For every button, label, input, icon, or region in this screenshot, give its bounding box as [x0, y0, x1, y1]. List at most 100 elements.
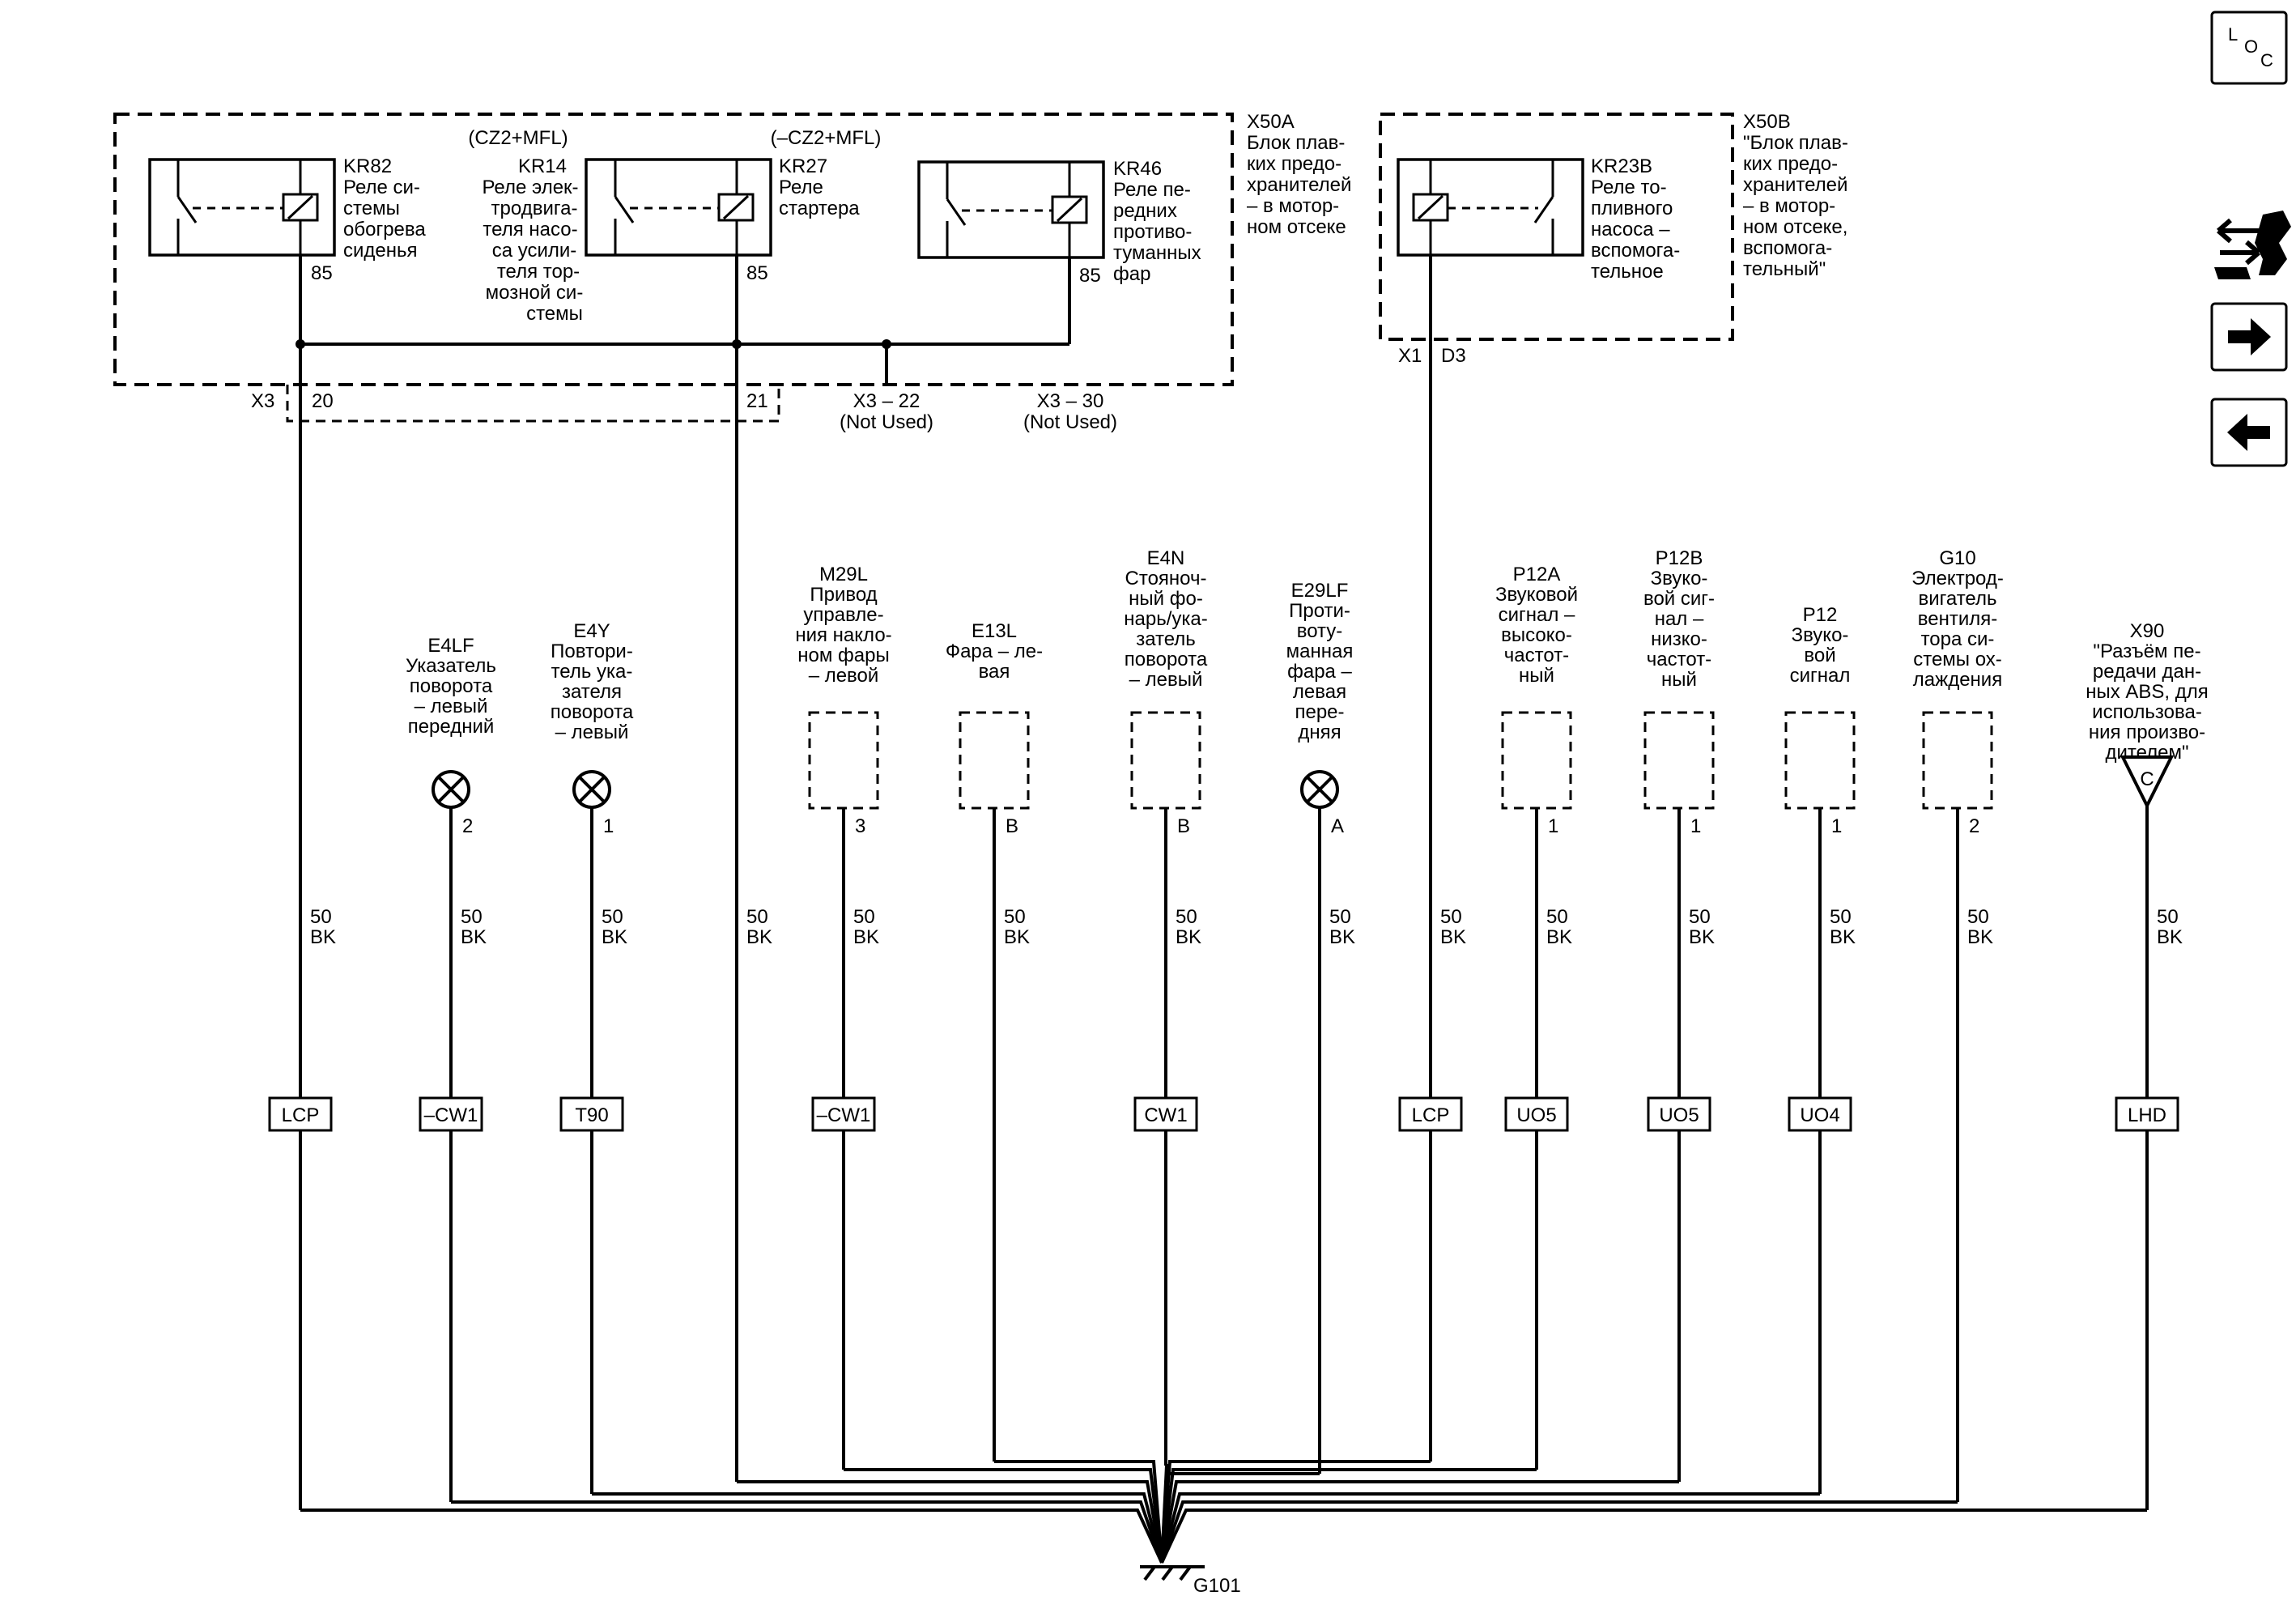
component-label: воту-: [1297, 620, 1343, 642]
svg-text:стемы: стемы: [343, 198, 400, 219]
relay-bus-wires: [296, 255, 1432, 1510]
connector-x3-pin-21: 21: [746, 390, 768, 412]
svg-text:са усили-: са усили-: [492, 240, 577, 262]
relay-kr27-pin: 85: [746, 262, 768, 284]
svg-text:теля насо-: теля насо-: [483, 219, 577, 240]
component-label: Привод: [810, 584, 877, 606]
wire-size: 50: [1440, 906, 1462, 928]
component-label: передний: [408, 716, 495, 738]
option-label: –CW1: [424, 1104, 478, 1126]
service-icon-button[interactable]: [2214, 211, 2291, 279]
wrench-arrows-icon: [2214, 211, 2291, 279]
svg-text:X3 – 30: X3 – 30: [1037, 390, 1104, 412]
fuse-block-x50b-label: X50B "Блок плав- ких предо- хранителей –…: [1743, 111, 1848, 280]
wire-size: 50: [746, 906, 768, 928]
component-pin: 2: [1969, 815, 1979, 837]
component-outline: [808, 711, 879, 810]
inline-connector-icon: [2120, 755, 2175, 810]
wire-size: 50: [461, 906, 483, 928]
svg-text:противо-: противо-: [1113, 221, 1192, 243]
component-label: ных ABS, для: [2086, 681, 2209, 703]
svg-text:ном отсеке: ном отсеке: [1247, 216, 1346, 238]
component-label: – левой: [809, 665, 879, 687]
svg-text:тельное: тельное: [1591, 261, 1664, 283]
relay-kr46: KR46 Реле пе- редних противо- туманных ф…: [917, 158, 1201, 287]
component-label: E4N: [1147, 547, 1185, 569]
component-label: использова-: [2092, 701, 2202, 723]
option-box: –CW1: [419, 1096, 483, 1132]
svg-text:насоса –: насоса –: [1591, 219, 1670, 240]
component-label: – левый: [415, 696, 488, 717]
relay-kr27-option: (–CZ2+MFL): [771, 127, 882, 149]
relay-kr14-option: (CZ2+MFL): [468, 127, 568, 149]
component-label: стемы ох-: [1913, 649, 2002, 670]
wire-size: 50: [1176, 906, 1197, 928]
component-label: вентиля-: [1918, 608, 1997, 630]
option-box: UO4: [1788, 1096, 1852, 1132]
svg-text:пливного: пливного: [1591, 198, 1673, 219]
component-outline: [1130, 711, 1201, 810]
component-label: "Разъём пе-: [2093, 640, 2200, 662]
component-label: M29L: [819, 564, 868, 585]
fuse-block-x50a-outline: [113, 113, 1234, 386]
component-label: Электрод-: [1911, 568, 2004, 589]
connector-x3-22: X3 – 22 (Not Used): [840, 390, 933, 433]
relay-kr82-pin: 85: [311, 262, 333, 284]
component-label: поворота: [551, 701, 634, 723]
component-label: – левый: [1129, 669, 1203, 691]
component-pin: A: [1331, 815, 1344, 837]
connector-x3-30: X3 – 30 (Not Used): [1023, 390, 1117, 433]
svg-text:– в мотор-: – в мотор-: [1247, 195, 1339, 217]
ground-g101: G101: [1140, 1565, 1241, 1597]
component-label: управле-: [803, 604, 883, 626]
relay-kr82: KR82 Реле си- стемы обогрева сиденья 85: [148, 155, 426, 284]
svg-text:стемы: стемы: [526, 303, 583, 325]
svg-text:Блок плав-: Блок плав-: [1247, 132, 1345, 154]
component-label: E13L: [972, 620, 1017, 642]
component-pin: B: [1006, 815, 1018, 837]
option-box: –CW1: [811, 1096, 876, 1132]
relay-kr27: (–CZ2+MFL) KR27 Реле стартера 85: [585, 127, 882, 284]
wire-size: 50: [1329, 906, 1351, 928]
component-label: E29LF: [1291, 580, 1349, 602]
svg-text:Реле си-: Реле си-: [343, 177, 420, 198]
svg-text:Реле: Реле: [779, 177, 823, 198]
svg-text:стартера: стартера: [779, 198, 860, 219]
component-label: вой сиг-: [1643, 588, 1715, 610]
component-pin: 1: [1831, 815, 1842, 837]
svg-text:обогрева: обогрева: [343, 219, 426, 240]
svg-text:Реле элек-: Реле элек-: [482, 177, 578, 198]
next-button[interactable]: [2210, 302, 2288, 372]
svg-text:вспомога-: вспомога-: [1743, 237, 1832, 259]
svg-text:– в мотор-: – в мотор-: [1743, 195, 1835, 217]
component-label: Указатель: [406, 655, 496, 677]
loc-button[interactable]: L O C: [2210, 11, 2288, 85]
wire-size: 50: [310, 906, 332, 928]
component-label: E4Y: [573, 620, 610, 642]
component-label: – левый: [555, 721, 629, 743]
prev-button[interactable]: [2210, 398, 2288, 467]
svg-text:KR23B: KR23B: [1591, 155, 1652, 177]
svg-text:KR27: KR27: [779, 155, 827, 177]
wire-color: BK: [461, 926, 487, 948]
component-label: Проти-: [1289, 600, 1350, 622]
svg-text:(Not Used): (Not Used): [840, 411, 933, 433]
component-pin: 2: [462, 815, 473, 837]
ground-wires: 50BK50BK50BK50BK50BK50BK50BK50BK50BK50BK…: [268, 806, 2183, 1564]
option-box: LCP: [1398, 1096, 1463, 1132]
component-label: фара –: [1287, 661, 1352, 683]
component-label: нал –: [1655, 608, 1704, 630]
component-outline: [959, 711, 1030, 810]
